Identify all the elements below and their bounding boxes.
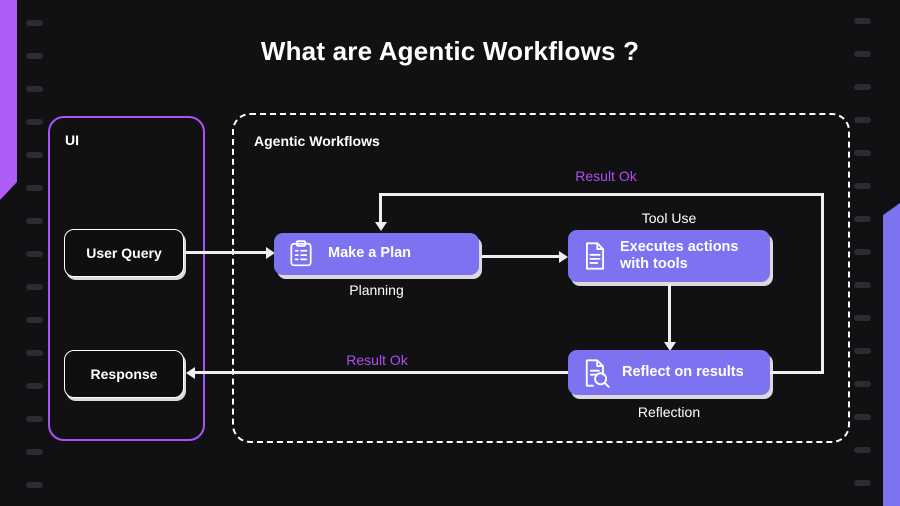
reflect-on-results-box[interactable]: Reflect on results <box>568 350 770 395</box>
decorative-dash <box>854 381 871 387</box>
clipboard-checklist-icon <box>288 240 314 268</box>
decorative-dash <box>26 119 43 125</box>
decorative-dash <box>26 251 43 257</box>
decorative-dash <box>26 350 43 356</box>
decorative-dash <box>854 414 871 420</box>
arrowhead-reflect-to-response <box>186 366 195 379</box>
decorative-dash <box>854 18 871 24</box>
response-box[interactable]: Response <box>64 350 184 398</box>
planning-caption: Planning <box>349 282 404 298</box>
decorative-dash <box>26 152 43 158</box>
right-dash-column <box>854 0 874 506</box>
decorative-dash <box>854 315 871 321</box>
ui-panel-label: UI <box>65 132 79 148</box>
decorative-dash <box>854 51 871 57</box>
decorative-dash <box>854 348 871 354</box>
decorative-dash <box>26 86 43 92</box>
decorative-dash <box>26 284 43 290</box>
user-query-box[interactable]: User Query <box>64 229 184 277</box>
document-icon <box>582 241 608 271</box>
right-accent-bar <box>883 203 900 506</box>
make-a-plan-label: Make a Plan <box>328 245 412 262</box>
left-dash-column <box>26 0 46 506</box>
arrowhead-loop-into-plan <box>374 222 387 231</box>
connector-reflect-to-right <box>770 371 824 374</box>
decorative-dash <box>26 185 43 191</box>
response-label: Response <box>90 366 158 382</box>
decorative-dash <box>854 282 871 288</box>
decorative-dash <box>26 53 43 59</box>
decorative-dash <box>854 480 871 486</box>
decorative-dash <box>26 20 43 26</box>
left-accent-bar <box>0 0 17 200</box>
decorative-dash <box>854 447 871 453</box>
executes-actions-label: Executes actions with tools <box>620 238 739 272</box>
arrowhead-query-to-plan <box>266 246 275 259</box>
decorative-dash <box>26 383 43 389</box>
decorative-dash <box>854 84 871 90</box>
ui-panel: UI <box>48 116 205 441</box>
connector-reflect-to-response <box>192 371 568 374</box>
page-title: What are Agentic Workflows ? <box>260 36 640 66</box>
connector-tools-to-reflect <box>668 284 671 346</box>
connector-loop-into-plan <box>379 193 382 226</box>
agentic-workflows-panel: Agentic Workflows <box>232 113 850 443</box>
arrowhead-plan-to-tools <box>559 250 568 263</box>
decorative-dash <box>854 150 871 156</box>
decorative-dash <box>26 416 43 422</box>
decorative-dash <box>854 117 871 123</box>
make-a-plan-box[interactable]: Make a Plan <box>274 233 479 275</box>
decorative-dash <box>854 183 871 189</box>
agentic-workflows-label: Agentic Workflows <box>254 133 380 149</box>
arrowhead-tools-to-reflect <box>663 342 676 351</box>
connector-loop-top-horizontal <box>379 193 824 196</box>
connector-plan-to-tools <box>481 255 561 258</box>
connector-query-to-plan <box>186 251 268 254</box>
result-ok-bottom-label: Result Ok <box>346 352 408 368</box>
decorative-dash <box>854 249 871 255</box>
document-search-icon <box>582 358 610 388</box>
decorative-dash <box>854 216 871 222</box>
connector-loop-right-vertical <box>821 193 824 374</box>
decorative-dash <box>26 317 43 323</box>
reflection-caption: Reflection <box>637 404 701 420</box>
executes-actions-box[interactable]: Executes actions with tools <box>568 230 770 282</box>
decorative-dash <box>26 449 43 455</box>
decorative-dash <box>26 218 43 224</box>
tool-use-caption: Tool Use <box>641 210 697 226</box>
user-query-label: User Query <box>86 245 162 261</box>
result-ok-top-label: Result Ok <box>575 168 637 184</box>
decorative-dash <box>26 482 43 488</box>
reflect-on-results-label: Reflect on results <box>622 363 744 380</box>
